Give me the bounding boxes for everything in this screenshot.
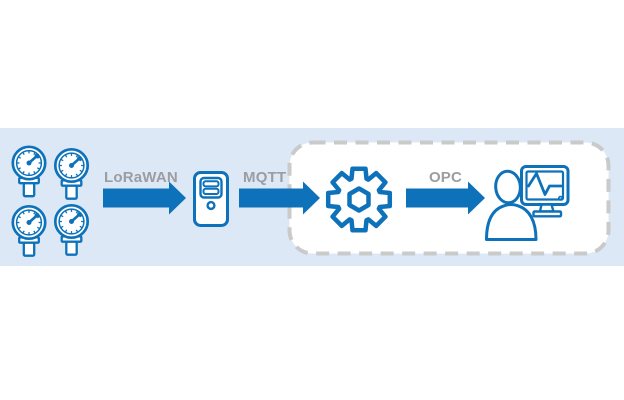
link-label-opc: OPC [428, 169, 463, 186]
person-icon [485, 169, 538, 241]
link-label-mqtt: MQTT [243, 169, 287, 186]
pressure-gauge-icon [53, 147, 90, 201]
server-tower-icon [193, 171, 229, 227]
arrow-mqtt [239, 181, 320, 215]
pressure-gauge-icon [11, 204, 47, 258]
waveform-icon [527, 172, 563, 196]
arrow-opc [406, 181, 485, 215]
link-label-lorawan: LoRaWAN [104, 169, 178, 186]
operator-monitor-icon [485, 165, 570, 241]
monitor-icon [520, 165, 570, 218]
gear-icon [325, 166, 393, 233]
pressure-gauge-icon [11, 145, 47, 198]
pressure-gauge-icon [53, 203, 90, 257]
arrow-lorawan [103, 181, 186, 215]
